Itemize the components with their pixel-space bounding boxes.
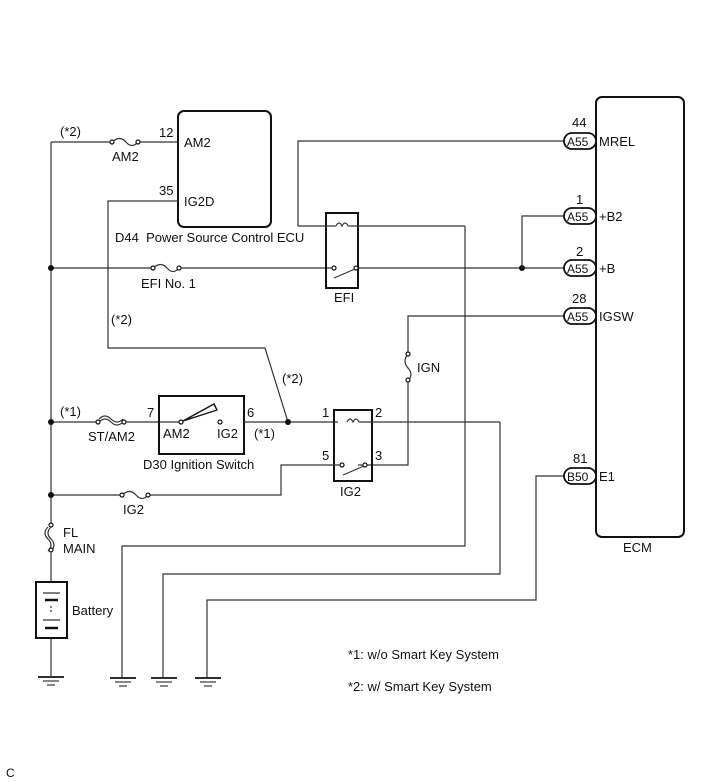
note-line: *2: w/ Smart Key System — [348, 679, 492, 694]
fuse-ign-symbol — [404, 353, 412, 381]
pin-number: 5 — [322, 448, 329, 463]
wire-ig2d — [107, 200, 289, 423]
pin-number: 12 — [159, 125, 173, 140]
connector-b50-e1 — [563, 467, 597, 485]
ground-icon — [110, 677, 136, 687]
pin-name: MREL — [599, 134, 635, 149]
pin-number: 44 — [572, 115, 586, 130]
pin-name: IG2D — [184, 194, 214, 209]
pin-number: 2 — [576, 244, 583, 259]
pin-number: 2 — [375, 405, 382, 420]
note-ref: (*2) — [60, 124, 81, 139]
pin-number: 81 — [573, 451, 587, 466]
ground-icon — [38, 676, 64, 686]
fuse-st-am2-symbol — [98, 415, 124, 426]
fuse-efi-no1-symbol — [152, 263, 180, 273]
fuse-label: IG2 — [123, 502, 144, 517]
relay-label: IG2 — [340, 484, 361, 499]
connector-label: A55 — [567, 262, 589, 276]
component-label: D30 Ignition Switch — [143, 457, 254, 472]
fuse-fl-main-symbol — [44, 526, 55, 552]
efi-relay-box — [325, 212, 359, 289]
ignition-switch-box — [158, 395, 245, 455]
pin-name: AM2 — [184, 135, 211, 150]
connector-label: B50 — [567, 470, 589, 484]
connector-label: A55 — [567, 210, 589, 224]
pin-name: E1 — [599, 469, 615, 484]
relay-label: EFI — [334, 290, 354, 305]
note-ref: (*1) — [60, 404, 81, 419]
connector-a55-mrel — [563, 132, 597, 150]
corner-label: C — [6, 766, 15, 780]
connector-a55-b — [563, 259, 597, 277]
component-label: ECM — [623, 540, 652, 555]
ground-icon — [195, 677, 221, 687]
switch-contact: IG2 — [217, 426, 238, 441]
fuse-label: IGN — [417, 360, 440, 375]
fuse-am2-symbol — [111, 137, 139, 147]
connector-label: A55 — [567, 310, 589, 324]
note-ref: (*1) — [254, 426, 275, 441]
component-label: D44 Power Source Control ECU — [115, 230, 304, 245]
fuse-label: ST/AM2 — [88, 429, 135, 444]
fuse-label: MAIN — [63, 541, 96, 556]
wire-ig2-fuse — [147, 464, 340, 496]
fuse-ig2-symbol — [121, 490, 149, 500]
connector-a55-b2 — [563, 207, 597, 225]
pin-number: 3 — [375, 448, 382, 463]
ground-icon — [151, 677, 177, 687]
wire-ig2-coil-ground — [162, 422, 501, 678]
wire-mrel — [297, 140, 568, 226]
power-source-ecu-box — [177, 110, 272, 228]
wire — [358, 382, 409, 466]
ig2-relay-box — [333, 409, 373, 482]
wire-e1-ground — [206, 475, 568, 678]
note-line: *1: w/o Smart Key System — [348, 647, 499, 662]
pin-number: 6 — [247, 405, 254, 420]
wire-plus-b2 — [521, 215, 568, 268]
fuse-label: AM2 — [112, 149, 139, 164]
wire-efi-coil-ground — [121, 226, 466, 678]
fuse-label: EFI No. 1 — [141, 276, 196, 291]
pin-number: 1 — [322, 405, 329, 420]
pin-name: +B2 — [599, 209, 623, 224]
battery-box — [35, 581, 68, 639]
connector-label: A55 — [567, 135, 589, 149]
fuse-label: FL — [63, 525, 78, 540]
pin-name: +B — [599, 261, 615, 276]
pin-number: 1 — [576, 192, 583, 207]
note-ref: (*2) — [111, 312, 132, 327]
pin-number: 28 — [572, 291, 586, 306]
wire-igsw — [407, 315, 568, 353]
pin-number: 7 — [147, 405, 154, 420]
pin-number: 35 — [159, 183, 173, 198]
note-ref: (*2) — [282, 371, 303, 386]
pin-name: IGSW — [599, 309, 634, 324]
switch-contact: AM2 — [163, 426, 190, 441]
battery-label: Battery — [72, 603, 114, 618]
connector-a55-igsw — [563, 307, 597, 325]
